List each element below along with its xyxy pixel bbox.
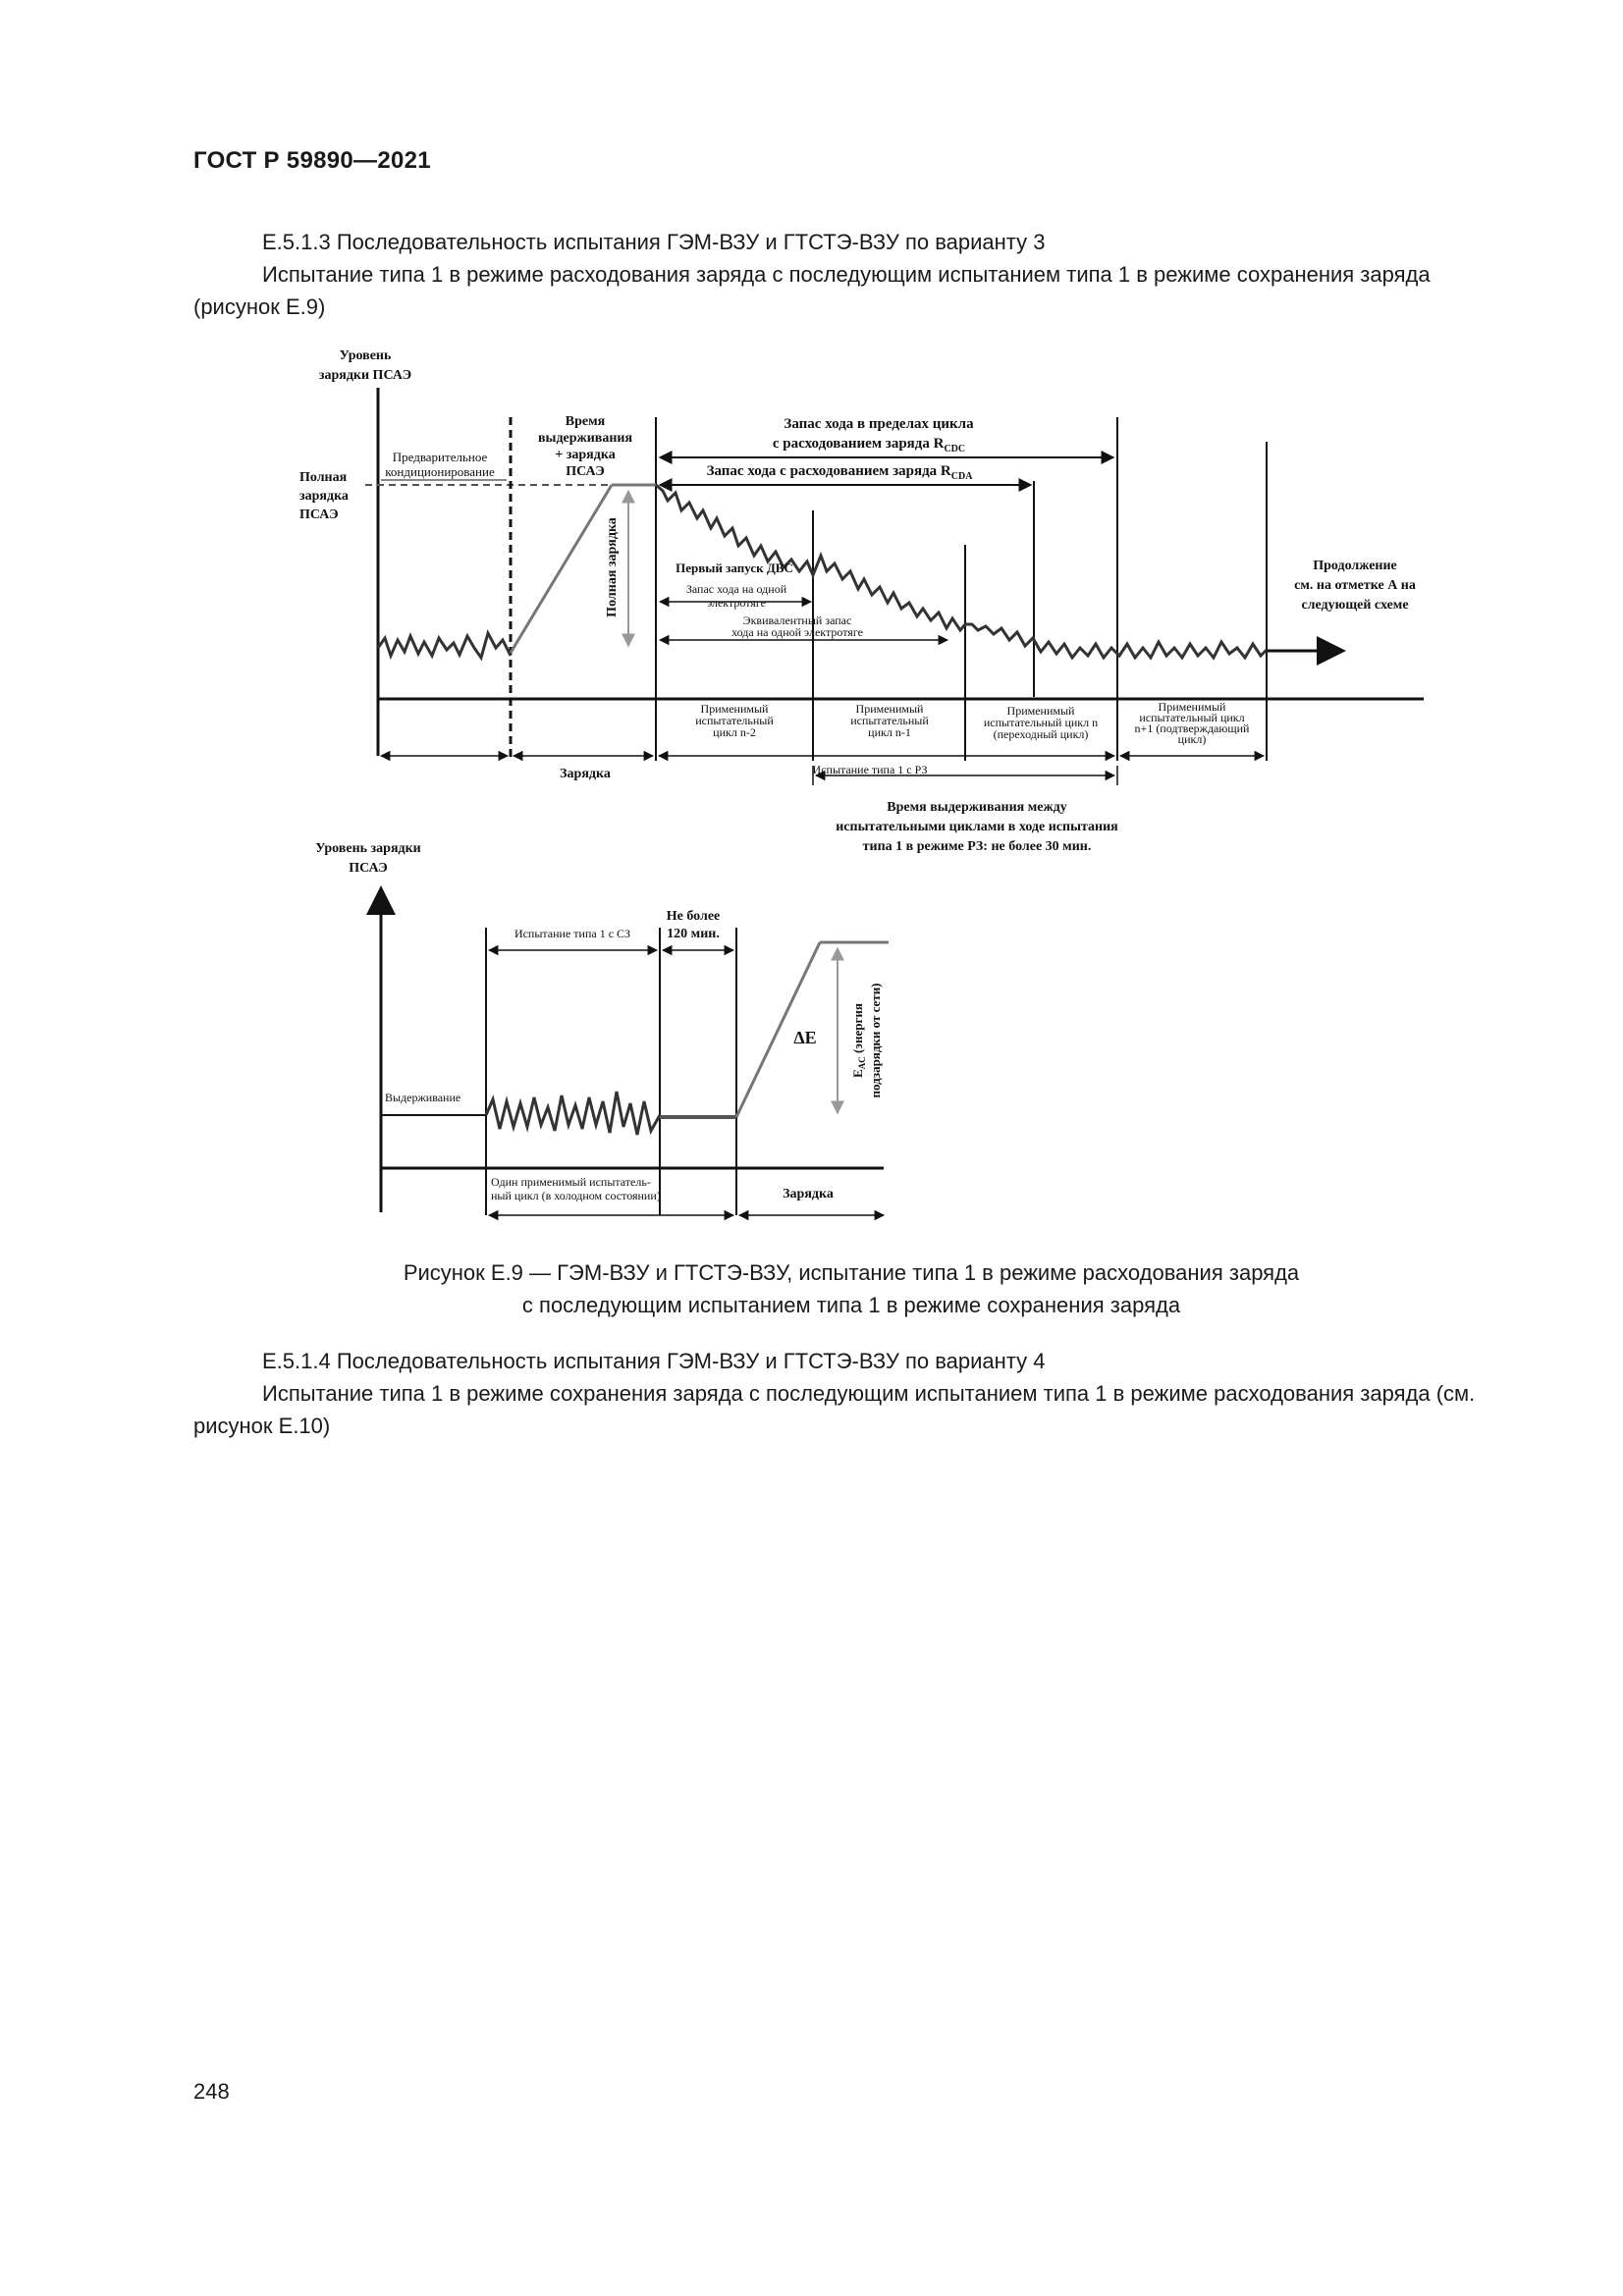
full-charge-label: зарядка — [299, 489, 349, 504]
section-text: Испытание типа 1 в режиме расходования з… — [193, 262, 1431, 319]
soak-charge-label: ПСАЭ — [566, 464, 605, 479]
cycle-n-1-label: Применимый — [856, 702, 925, 716]
soak-charge-label: Время — [566, 414, 606, 429]
y-axis-label: зарядки ПСАЭ — [319, 368, 411, 383]
aer-label: Запас хода на одной — [686, 582, 787, 596]
charging-label: Зарядка — [783, 1187, 834, 1201]
cycle-n-label: (переходный цикл) — [994, 727, 1089, 741]
continuation-label: Продолжение — [1313, 559, 1397, 573]
rcda-label: Запас хода с расходованием заряда RCDA — [707, 463, 974, 482]
continuation-label: следующей схеме — [1301, 598, 1408, 613]
cd-test-label: Испытание типа 1 с РЗ — [813, 763, 928, 776]
preconditioning-label: Предварительное — [393, 450, 488, 464]
rcdc-label: Запас хода в пределах цикла — [784, 416, 974, 432]
cycle-n-plus-1-label: Применимый — [1159, 700, 1227, 714]
delta-e-label: ΔE — [793, 1028, 816, 1047]
eaer-label: Эквивалентный запас — [743, 614, 852, 627]
figure-caption: Рисунок Е.9 — ГЭМ-ВЗУ и ГТСТЭ-ВЗУ, испыт… — [193, 1256, 1509, 1321]
soak-charge-label: выдерживания — [538, 431, 632, 446]
charge-ramp — [509, 484, 614, 654]
soak-between-label: типа 1 в режиме РЗ: не более 30 мин. — [863, 839, 1092, 854]
page-number: 248 — [193, 2079, 230, 2104]
full-charge-label: ПСАЭ — [299, 507, 339, 522]
section-heading: Е.5.1.4 Последовательность испытания ГЭМ… — [262, 1349, 1046, 1373]
figure-bottom: Уровень зарядки ПСАЭ Испытание типа 1 с … — [315, 841, 889, 1221]
cycle-n-1-label: испытательный — [850, 714, 929, 727]
section-e-5-1-3: Е.5.1.3 Последовательность испытания ГЭМ… — [193, 226, 1509, 323]
charging-label: Зарядка — [560, 767, 611, 781]
cycle-n-plus-1-label: n+1 (подтверждающий — [1135, 721, 1250, 735]
y-axis-label: ПСАЭ — [349, 861, 388, 876]
charge-ramp — [734, 941, 822, 1118]
cycle-n-plus-1-label: цикл) — [1178, 732, 1207, 746]
cycle-n-2-label: цикл n-2 — [713, 725, 756, 739]
y-axis-label: Уровень — [340, 348, 392, 363]
cycle-n-label: Применимый — [1007, 704, 1076, 718]
soc-trace-discharge — [655, 483, 1269, 661]
cycle-n-plus-1-label: испытательный цикл — [1139, 711, 1244, 724]
caption-line: с последующим испытанием типа 1 в режиме… — [521, 1293, 1181, 1317]
cycle-n-2-label: испытательный — [695, 714, 774, 727]
continuation-label: см. на отметке А на — [1294, 578, 1416, 593]
cold-cycle-label: Один применимый испытатель- — [491, 1175, 651, 1189]
full-charge-vertical-label: Полная зарядка — [605, 517, 620, 617]
first-ice-start-label: Первый запуск ДВС — [676, 561, 793, 575]
figure-top: Уровень зарядки ПСАЭ Полная зарядка ПСАЭ… — [299, 348, 1424, 854]
eac-label: подзарядки от сети) — [868, 983, 883, 1097]
soak-between-label: испытательными циклами в ходе испытания — [836, 820, 1118, 834]
section-text: Испытание типа 1 в режиме сохранения зар… — [193, 1381, 1476, 1438]
document-header: ГОСТ Р 59890—2021 — [193, 147, 431, 174]
rcdc-label: с расходованием заряда RCDC — [773, 436, 965, 454]
cycle-n-1-label: цикл n-1 — [868, 725, 911, 739]
preconditioning-label: кондиционирование — [385, 464, 495, 479]
cs-test-label: Испытание типа 1 с СЗ — [514, 927, 630, 940]
cycle-n-label: испытательный цикл n — [984, 716, 1098, 729]
section-e-5-1-4: Е.5.1.4 Последовательность испытания ГЭМ… — [193, 1345, 1509, 1442]
soak-label: Выдерживание — [385, 1091, 460, 1104]
soak-charge-label: + зарядка — [555, 448, 615, 462]
y-axis-label: Уровень зарядки — [315, 841, 421, 856]
not-more-label: Не более — [667, 909, 721, 924]
cycle-n-2-label: Применимый — [701, 702, 770, 716]
soc-trace-cs — [484, 1091, 662, 1136]
cold-cycle-label: ный цикл (в холодном состоянии) — [491, 1189, 661, 1202]
not-more-label: 120 мин. — [667, 927, 720, 941]
section-heading: Е.5.1.3 Последовательность испытания ГЭМ… — [262, 230, 1046, 254]
caption-line: Рисунок Е.9 — ГЭМ-ВЗУ и ГТСТЭ-ВЗУ, испыт… — [403, 1260, 1300, 1285]
eac-label: EAC (энергия — [850, 1003, 867, 1078]
full-charge-label: Полная — [299, 470, 348, 485]
soak-between-label: Время выдерживания между — [887, 800, 1067, 815]
soc-trace-soak — [376, 628, 513, 662]
